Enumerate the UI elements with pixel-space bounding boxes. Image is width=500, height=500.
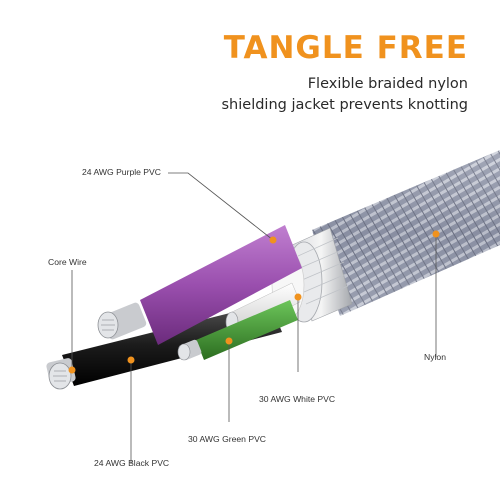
label-green-pvc: 30 AWG Green PVC <box>188 434 267 444</box>
green-wire <box>177 300 298 361</box>
core-marker-dot <box>68 366 76 374</box>
label-black-pvc: 24 AWG Black PVC <box>94 458 170 468</box>
label-purple-pvc: 24 AWG Purple PVC <box>82 167 161 177</box>
headline: TANGLE FREE <box>223 30 468 66</box>
label-white-pvc: 30 AWG White PVC <box>259 394 336 404</box>
nylon-marker-dot <box>432 230 440 238</box>
marker-dots <box>68 230 440 374</box>
purple-wire <box>97 225 302 345</box>
white-marker-dot <box>294 293 302 301</box>
black-marker-dot <box>127 356 135 364</box>
purple-marker-dot <box>269 236 277 244</box>
label-core-wire: Core Wire <box>48 257 87 267</box>
subtitle-line-2: shielding jacket prevents knotting <box>221 97 469 113</box>
subtitle-line-1: Flexible braided nylon <box>307 76 468 92</box>
label-nylon: Nylon <box>424 352 446 362</box>
braided-jacket <box>312 150 500 316</box>
leader-lines <box>71 172 437 464</box>
green-marker-dot <box>225 337 233 345</box>
